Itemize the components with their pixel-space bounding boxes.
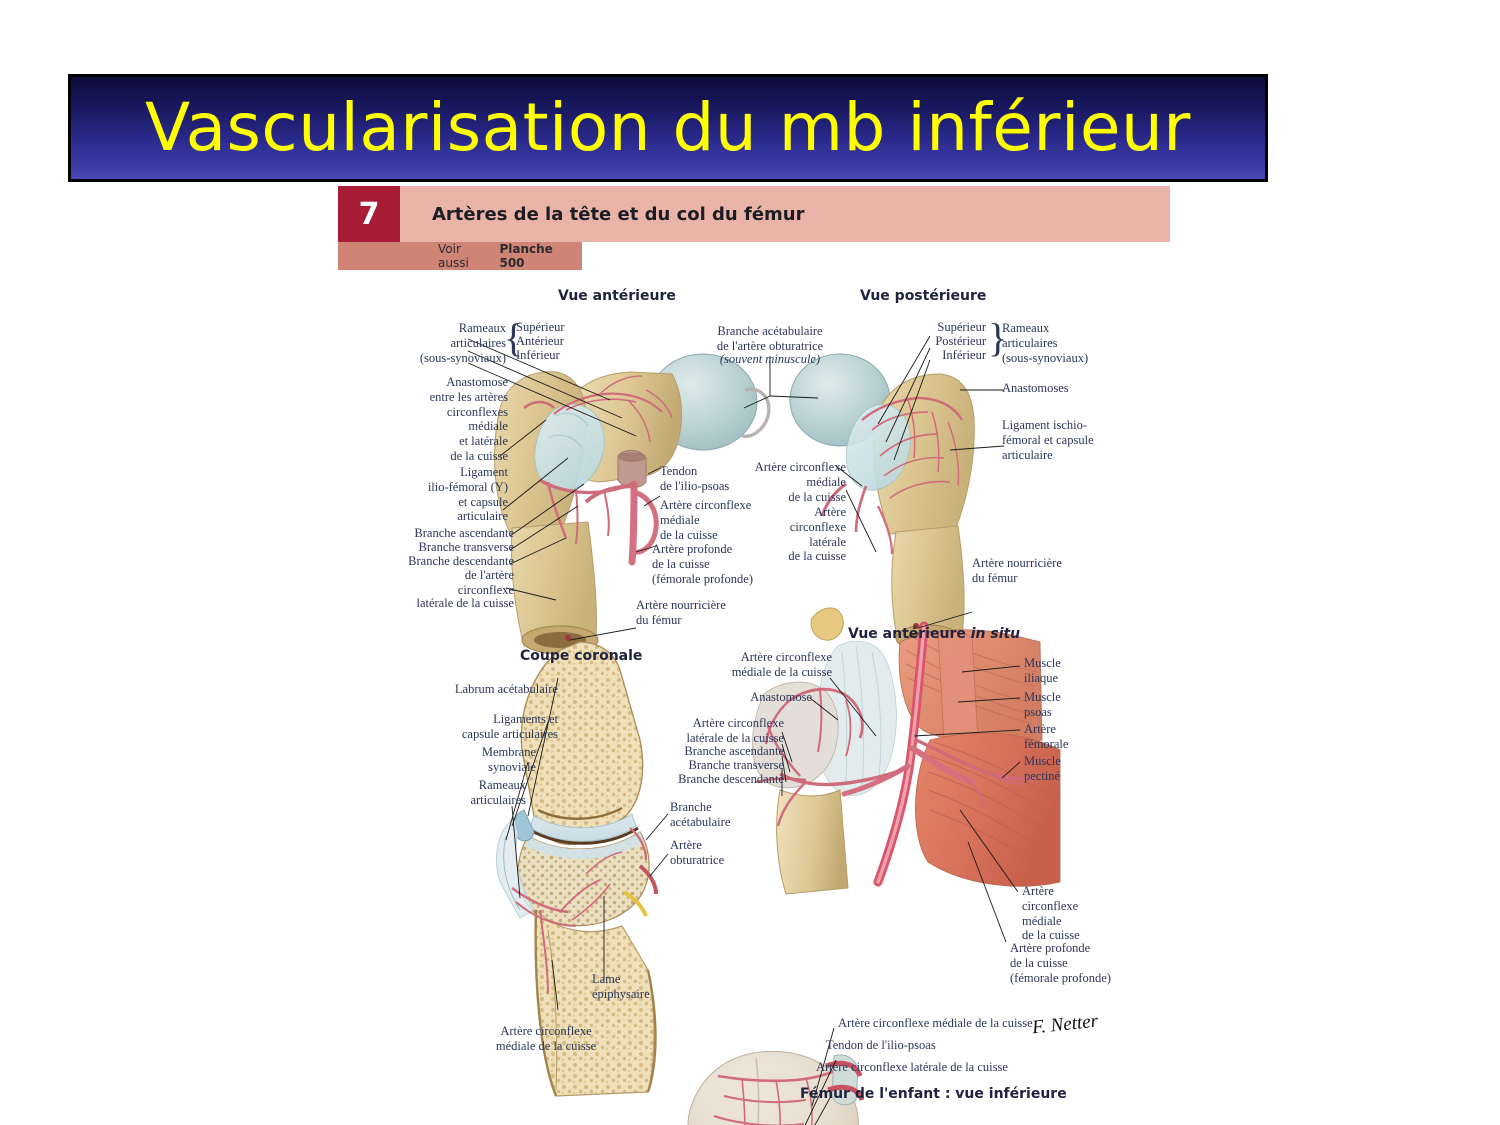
label-ligament-ischio-femoral: Ligament ischio- fémoral et capsule arti…	[1002, 418, 1094, 462]
label-muscle-pectine: Muscle pectiné	[1024, 754, 1061, 783]
view-title-posterior: Vue postérieure	[860, 288, 987, 304]
label-tendon-ilio-psoas-ant: Tendon de l'ilio-psoas	[660, 464, 730, 493]
label-ligaments-capsule-articulaires: Ligaments et capsule articulaires	[461, 712, 558, 741]
label-artere-circonflexe-mediale-insitu-right: Artère circonflexe médiale de la cuisse	[1022, 884, 1080, 943]
label-artere-circonflexe-laterale-child: Artère circonflexe latérale de la cuisse	[816, 1060, 1008, 1074]
anatomical-illustration	[0, 270, 1500, 1125]
label-muscle-psoas: Muscle psoas	[1024, 690, 1061, 719]
label-artere-circonflexe-laterale-insitu: Artère circonflexe latérale de la cuisse	[686, 716, 784, 745]
view-title-in-situ-italic: in situ	[970, 626, 1021, 642]
label-superieur-ant: Supérieur	[516, 320, 565, 334]
label-artere-obturatrice-coronal: Artère obturatrice	[670, 838, 725, 867]
label-de-artere-circonflexe-ant: de l'artère circonflexe	[457, 568, 514, 597]
label-artere-profonde-ant: Artère profonde de la cuisse (fémorale p…	[652, 542, 753, 586]
label-artere-nourriciere-post: Artère nourricière du fémur	[972, 556, 1062, 585]
view-title-coronal: Coupe coronale	[520, 648, 643, 664]
label-rameaux-articulaires-post: Rameaux articulaires (sous-synoviaux)	[1002, 321, 1089, 365]
leader-lines	[467, 335, 1021, 1125]
label-anastomose-ant: Anastomose entre les artères circonflexe…	[429, 375, 508, 463]
label-branche-transverse-ant: Branche transverse	[418, 540, 514, 554]
view-title-anterior: Vue antérieure	[558, 288, 676, 304]
label-branche-ascendante-ant: Branche ascendante	[414, 526, 514, 540]
label-lame-epiphysaire: Lame épiphysaire	[592, 972, 650, 1001]
label-ligament-ilio-femoral: Ligament ilio-fémoral (Y) et capsule art…	[427, 465, 508, 524]
label-labrum-acetabulaire: Labrum acétabulaire	[454, 682, 558, 696]
coronal-section-figure	[496, 641, 658, 1097]
label-anastomoses-post: Anastomoses	[1002, 381, 1069, 395]
brace-anterior-left: {	[504, 315, 524, 360]
label-artere-circonflexe-mediale-child: Artère circonflexe médiale de la cuisse	[838, 1016, 1033, 1030]
label-branche-descendante-ant: Branche descendante	[408, 554, 514, 568]
label-inferieur-post: Inférieur	[942, 348, 986, 362]
label-artere-nourriciere-ant: Artère nourricière du fémur	[636, 598, 726, 627]
label-laterale-cuisse-ant: latérale de la cuisse	[416, 596, 514, 610]
in-situ-view-figure	[752, 607, 1061, 895]
label-artere-circonflexe-laterale-post: Artère circonflexe latérale de la cuisse	[788, 505, 846, 564]
label-rameaux-articulaires-coronal: Rameaux articulaires	[470, 778, 526, 807]
label-muscle-iliaque: Muscle iliaque	[1024, 656, 1061, 685]
label-anastomose-insitu: Anastomose	[750, 690, 812, 704]
label-artere-circonflexe-mediale-post: Artère circonflexe médiale de la cuisse	[754, 460, 846, 504]
label-artere-circonflexe-mediale-ant: Artère circonflexe médiale de la cuisse	[660, 498, 752, 542]
slide-title-banner: Vascularisation du mb inférieur	[68, 74, 1268, 182]
label-branche-descendante-insitu: Branche descendante	[678, 772, 784, 786]
label-branche-ascendante-insitu: Branche ascendante	[684, 744, 784, 758]
plate-header: 7 Artères de la tête et du col du fémur	[338, 186, 1170, 242]
label-inferieur-ant: Inférieur	[516, 348, 560, 362]
label-branche-acetabulaire-ant: Branche acétabulaire de l'artère obturat…	[716, 324, 824, 353]
label-superieur-post: Supérieur	[937, 320, 986, 334]
child-femur-figure	[687, 1050, 865, 1125]
plate-svg	[467, 335, 1061, 1125]
view-title-child-femur: Fémur de l'enfant : vue inférieure	[800, 1086, 1067, 1102]
label-artere-circonflexe-mediale-insitu: Artère circonflexe médiale de la cuisse	[731, 650, 832, 679]
label-anterieur-ant: Antérieur	[516, 334, 564, 348]
label-branche-acetabulaire-coronal: Branche acétabulaire	[670, 800, 731, 829]
label-posterieur-post: Postérieur	[935, 334, 986, 348]
label-souvent-minuscule: (souvent minuscule)	[719, 352, 821, 366]
view-title-in-situ-prefix: Vue antérieure	[848, 626, 971, 642]
plate-number-badge: 7	[338, 186, 400, 242]
label-artere-profonde-insitu: Artère profonde de la cuisse (fémorale p…	[1010, 941, 1111, 985]
brace-posterior-right: }	[988, 315, 1008, 360]
label-artere-femorale: Artère fémorale	[1024, 722, 1069, 751]
label-tendon-ilio-psoas-child: Tendon de l'ilio-psoas	[826, 1038, 936, 1052]
label-branche-transverse-insitu: Branche transverse	[688, 758, 784, 772]
page-title: Vascularisation du mb inférieur	[145, 89, 1191, 166]
label-artere-circonflexe-mediale-coronal: Artère circonflexe médiale de la cuisse	[495, 1024, 597, 1053]
plate-see-also: Voir aussi Planche 500	[338, 242, 582, 270]
see-also-reference: Planche 500	[499, 242, 553, 270]
see-also-prefix: Voir aussi	[438, 242, 469, 270]
label-membrane-synoviale: Membrane synoviale	[481, 745, 536, 774]
label-rameaux-articulaires-ant: Rameaux articulaires (sous-synoviaux)	[419, 321, 506, 365]
view-title-in-situ: Vue antérieure in situ	[848, 626, 1020, 642]
plate-title: Artères de la tête et du col du fémur	[432, 203, 805, 225]
